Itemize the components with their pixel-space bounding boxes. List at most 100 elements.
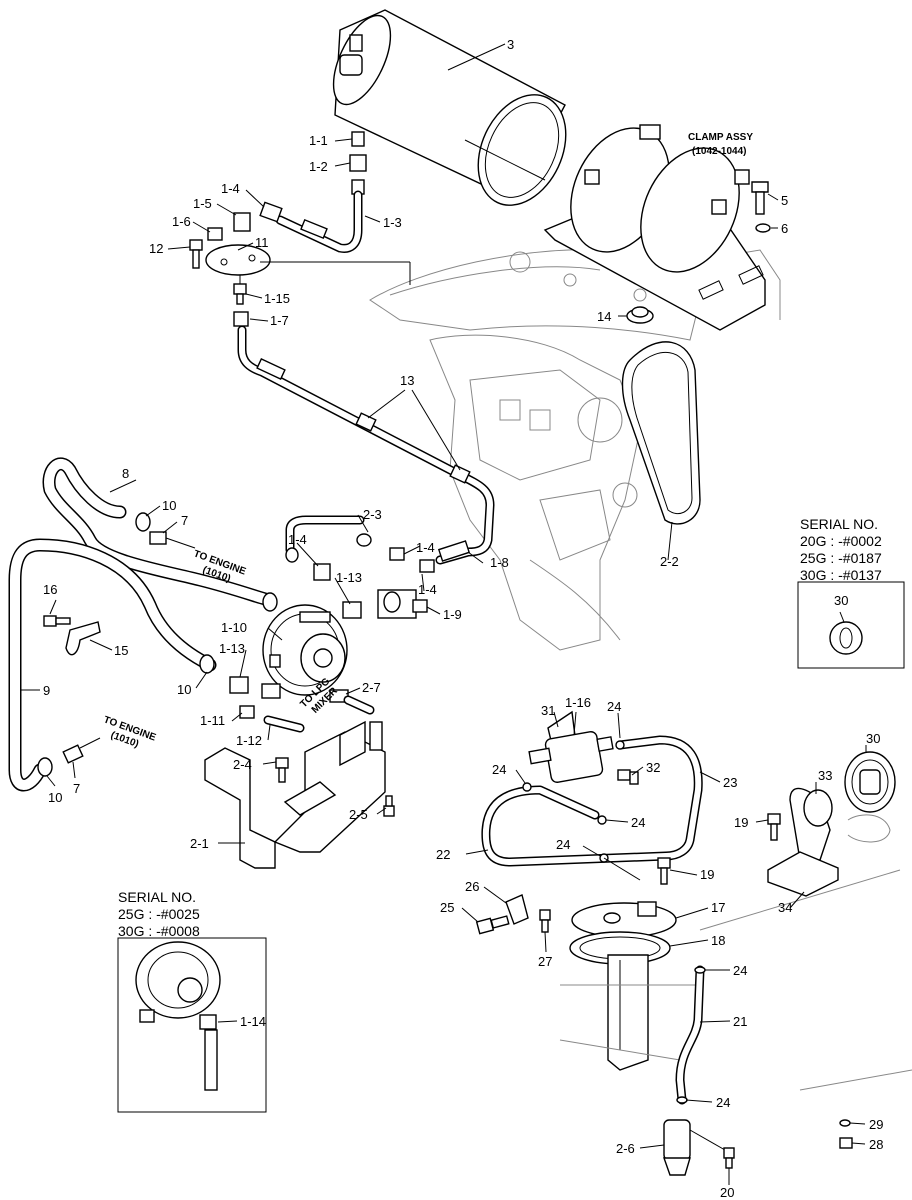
fitting-1-4-r2: [419, 559, 435, 573]
callout-labels: 3 1-1 1-2 1-3 1-4 1-5 1-6 12 11 1-15 1-7…: [43, 37, 883, 1200]
callout-24-c: 24: [631, 815, 645, 830]
callout-1-3: 1-3: [383, 215, 402, 230]
sender-tube: [607, 954, 649, 1071]
callout-1-8: 1-8: [490, 555, 509, 570]
note-clamp-assy: CLAMP ASSY: [688, 132, 753, 143]
clamp-bracket-15: [65, 621, 101, 656]
callout-31: 31: [541, 703, 555, 718]
callout-6: 6: [781, 221, 788, 236]
callout-15: 15: [114, 643, 128, 658]
callout-3: 3: [507, 37, 514, 52]
callout-1-2: 1-2: [309, 159, 328, 174]
clamp-10-b: [262, 592, 278, 612]
callout-1-12: 1-12: [236, 733, 262, 748]
callout-2-3: 2-3: [363, 507, 382, 522]
bolt-16: [43, 615, 71, 627]
callout-17: 17: [711, 900, 725, 915]
v-belt-2-2: [621, 341, 701, 525]
washer-6: [755, 223, 771, 233]
callout-7-b: 7: [73, 781, 80, 796]
fitting-1-13-top: [342, 601, 362, 619]
valve-1-5: [233, 212, 251, 232]
callout-25: 25: [440, 900, 454, 915]
callout-26: 26: [465, 879, 479, 894]
callout-34: 34: [778, 900, 792, 915]
fitting-1-4-top: [259, 201, 283, 223]
bolt-32: [617, 769, 639, 785]
bolt-20: [723, 1147, 735, 1169]
fitting-1-4-r3: [412, 599, 428, 613]
callout-22: 22: [436, 847, 450, 862]
callout-1-1: 1-1: [309, 133, 328, 148]
callout-24-b: 24: [492, 762, 506, 777]
plate-11: [205, 244, 271, 276]
callout-1-4: 1-4: [221, 181, 240, 196]
callout-16: 16: [43, 582, 57, 597]
tank-valve-fittings: [349, 131, 367, 195]
callout-10-c: 10: [177, 682, 191, 697]
tank-clamp-assy: [543, 124, 766, 331]
fitting-1-15: [233, 283, 247, 305]
serial-1-line-2: 25G : -#0187: [800, 550, 882, 566]
bolt-19-b: [657, 857, 671, 885]
callout-1-5: 1-5: [193, 196, 212, 211]
fitting-1-4-mid: [313, 563, 331, 581]
callout-33: 33: [818, 768, 832, 783]
clip-26: [505, 894, 529, 925]
fitting-2-7: [329, 689, 375, 715]
callout-1-11: 1-11: [200, 713, 225, 728]
bolt-2-4: [275, 757, 289, 783]
callout-7-a: 7: [181, 513, 188, 528]
fitting-7-a: [149, 531, 196, 549]
callout-24-f: 24: [716, 1095, 730, 1110]
callout-1-13-top: 1-13: [336, 570, 362, 585]
serial-1-part: 30: [834, 593, 848, 608]
serial-1-line-1: 20G : -#0002: [800, 533, 882, 549]
engine-background: [369, 248, 781, 651]
callout-14: 14: [597, 309, 611, 324]
lpg-tank: [332, 9, 567, 206]
serial-1-line-3: 30G : -#0137: [800, 567, 882, 583]
fuel-tube-13: [237, 325, 495, 565]
callout-28: 28: [869, 1137, 883, 1152]
callout-24-d: 24: [556, 837, 570, 852]
callout-29: 29: [869, 1117, 883, 1132]
filler-neck-33: [789, 787, 833, 861]
callout-27: 27: [538, 954, 552, 969]
callout-13: 13: [400, 373, 414, 388]
callout-1-7: 1-7: [270, 313, 289, 328]
serial-box-1: [797, 581, 905, 669]
flange-34: [767, 851, 839, 897]
callout-18: 18: [711, 933, 725, 948]
fitting-7-b: [62, 737, 101, 764]
filter-1-16: [528, 731, 614, 783]
callout-1-15: 1-15: [264, 291, 290, 306]
fitting-1-7: [233, 311, 249, 327]
fitting-1-4-r1: [389, 547, 405, 561]
callout-1-14: 1-14: [240, 1014, 266, 1029]
callout-19-a: 19: [734, 815, 748, 830]
hose-1-12: [263, 715, 305, 733]
clamp-10-d: [37, 757, 53, 777]
bolt-27: [539, 909, 551, 933]
serial-2-line-1: 25G : -#0025: [118, 906, 200, 922]
callout-20: 20: [720, 1185, 734, 1200]
callout-2-7: 2-7: [362, 680, 381, 695]
bolt-25: [475, 915, 510, 935]
bracket-2-1: [204, 720, 386, 869]
fitting-1-11-a: [261, 683, 281, 699]
fuel-pump-2-6: [663, 1119, 691, 1176]
callout-1-4-r1: 1-4: [416, 540, 435, 555]
callout-2-5: 2-5: [349, 807, 368, 822]
fitting-1-6: [207, 227, 223, 241]
fitting-1-11: [239, 705, 255, 719]
serial-box-2-text: SERIAL NO. 25G : -#0025 30G : -#0008: [118, 889, 200, 939]
callout-23: 23: [723, 775, 737, 790]
callout-1-4-r2: 1-4: [418, 582, 437, 597]
serial-box-1-text: SERIAL NO. 20G : -#0002 25G : -#0187 30G…: [800, 516, 882, 608]
oring-29: [839, 1119, 851, 1127]
vaporizer-1-10: [262, 604, 348, 696]
callout-10-d: 10: [48, 790, 62, 805]
callout-21: 21: [733, 1014, 747, 1029]
callout-1-13-bot: 1-13: [219, 641, 245, 656]
